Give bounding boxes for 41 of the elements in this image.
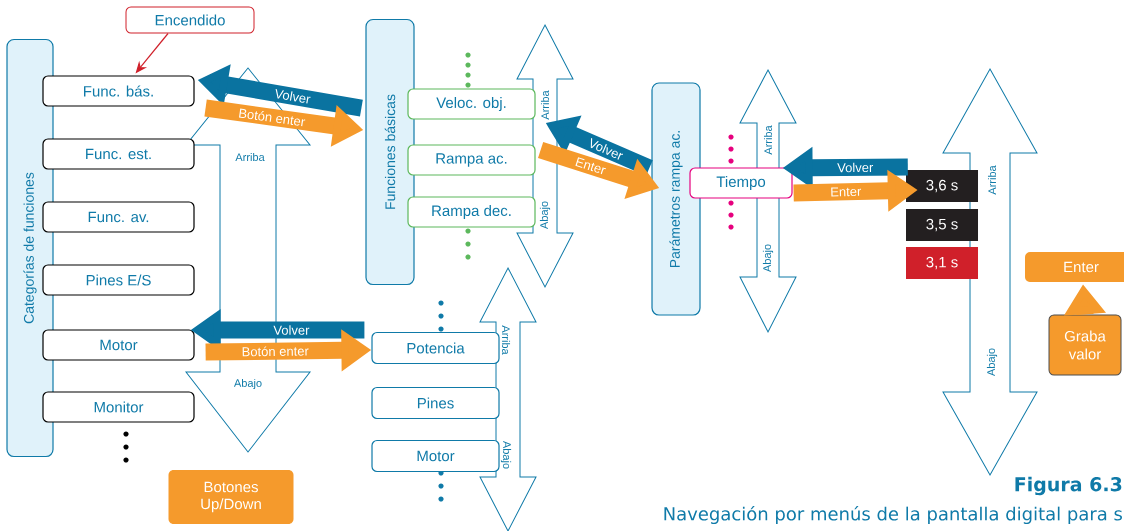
- direction-label: Abajo: [986, 348, 998, 377]
- direction-label: Abajo: [762, 244, 774, 273]
- direction-label: Arriba: [501, 325, 511, 355]
- menu-box: Potencia: [371, 331, 500, 365]
- caption: Navegación por menús de la pantalla digital para s: [664, 505, 1122, 525]
- direction-label: Abajo: [233, 378, 262, 390]
- value-display: 3,5 s: [906, 209, 978, 241]
- value-display: 3,6 s: [906, 170, 978, 202]
- menu-box: Pines: [371, 386, 500, 420]
- menu-box: Motor: [371, 439, 500, 473]
- arrow-label: Volver: [273, 325, 310, 335]
- direction-label: Abajo: [539, 201, 551, 230]
- button-box: Graba valor: [1048, 314, 1122, 376]
- arrow-label: Botón enter: [239, 108, 306, 127]
- menu-box: Veloc. obj.: [407, 88, 536, 120]
- direction-label: Arriba: [987, 165, 997, 195]
- arrow-label: Botón enter: [242, 346, 309, 357]
- menu-box: Pines E/S: [42, 264, 195, 296]
- arrow-label: Volver: [837, 162, 874, 173]
- arrow-label: Enter: [831, 187, 862, 197]
- band-panel: Parámetros rampa ac.: [651, 82, 701, 316]
- direction-label: Arriba: [235, 152, 265, 162]
- value-display: 3,1 s: [906, 247, 978, 279]
- figure-number: Figura 6.3: [1015, 476, 1122, 496]
- band-panel: Funciones básicas: [365, 18, 415, 286]
- menu-box: Func. est.: [42, 138, 195, 170]
- band-panel: Categorías de funciones: [6, 38, 54, 458]
- arrow-label: Volver: [275, 89, 311, 104]
- menu-box: Rampa ac.: [407, 144, 536, 176]
- menu-box: Func. av.: [42, 201, 195, 233]
- menu-box: Monitor: [42, 391, 195, 423]
- direction-label: Arriba: [763, 125, 773, 155]
- parameter-box: Tiempo: [689, 167, 793, 199]
- menu-box: Rampa dec.: [407, 196, 536, 228]
- menu-box: Func. bás.: [42, 75, 195, 107]
- direction-label: Arriba: [540, 90, 550, 120]
- button-box: Botones Up/Down: [168, 470, 294, 524]
- button-box: Enter: [1025, 252, 1124, 282]
- menu-box: Motor: [42, 329, 195, 361]
- start-box: Encendido: [125, 6, 255, 34]
- direction-label: Abajo: [500, 440, 512, 469]
